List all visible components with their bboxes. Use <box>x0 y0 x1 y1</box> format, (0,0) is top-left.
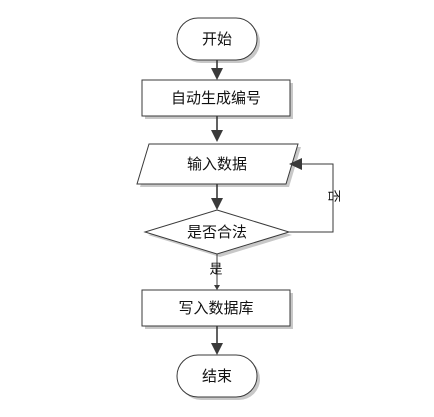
input-data-node-shape <box>136 143 299 185</box>
arrow-head <box>211 343 223 355</box>
write-db-node-shape <box>141 289 291 327</box>
write-db-node-label: 写入数据库 <box>178 299 253 317</box>
edge-auto-number-to-input <box>211 116 223 142</box>
arrow-head <box>214 285 220 290</box>
arrow-head <box>211 198 223 210</box>
arrow-head <box>211 130 223 142</box>
edge-decision-yes: 是 <box>209 254 223 290</box>
is-valid-node: 是否合法 <box>143 209 292 257</box>
edge-write-db-to-end <box>211 326 223 355</box>
edge-input-to-decision <box>211 184 223 210</box>
end-node-label: 结束 <box>202 367 232 385</box>
edge-start-to-auto-number <box>211 60 223 80</box>
end-node-shape <box>176 354 258 398</box>
input-data-node: 输入数据 <box>136 143 301 187</box>
start-node-label: 开始 <box>202 30 232 48</box>
edge-decision-no-loop: 否 <box>289 158 341 233</box>
auto-number-node-label: 自动生成编号 <box>171 89 261 107</box>
start-node: 开始 <box>176 17 260 63</box>
edge-label-no: 否 <box>326 189 341 202</box>
arrow-head <box>211 68 223 80</box>
edge-label-yes: 是 <box>209 263 222 278</box>
auto-number-node-shape <box>141 79 291 117</box>
end-node: 结束 <box>176 354 260 400</box>
is-valid-node-label: 是否合法 <box>187 223 247 241</box>
input-data-node-label: 输入数据 <box>187 155 247 173</box>
write-db-node: 写入数据库 <box>141 289 293 329</box>
auto-number-node: 自动生成编号 <box>141 79 293 119</box>
arrow-head <box>289 158 302 170</box>
